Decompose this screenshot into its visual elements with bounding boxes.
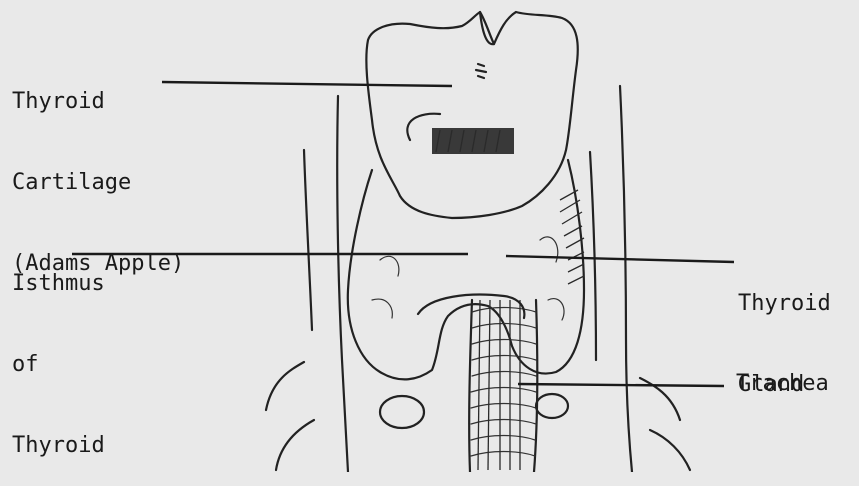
label-isthmus-line-2: of: [12, 351, 105, 378]
label-isthmus-line-3: Thyroid: [12, 432, 105, 459]
label-thyroid-gland-line-1: Thyroid: [738, 290, 831, 317]
label-thyroid-cartilage-line-2: Cartilage: [12, 169, 184, 196]
label-isthmus: Isthmus of Thyroid: [12, 216, 105, 486]
label-isthmus-line-1: Isthmus: [12, 270, 105, 297]
label-thyroid-cartilage-line-1: Thyroid: [12, 88, 184, 115]
label-trachea: Trachea: [736, 370, 829, 397]
